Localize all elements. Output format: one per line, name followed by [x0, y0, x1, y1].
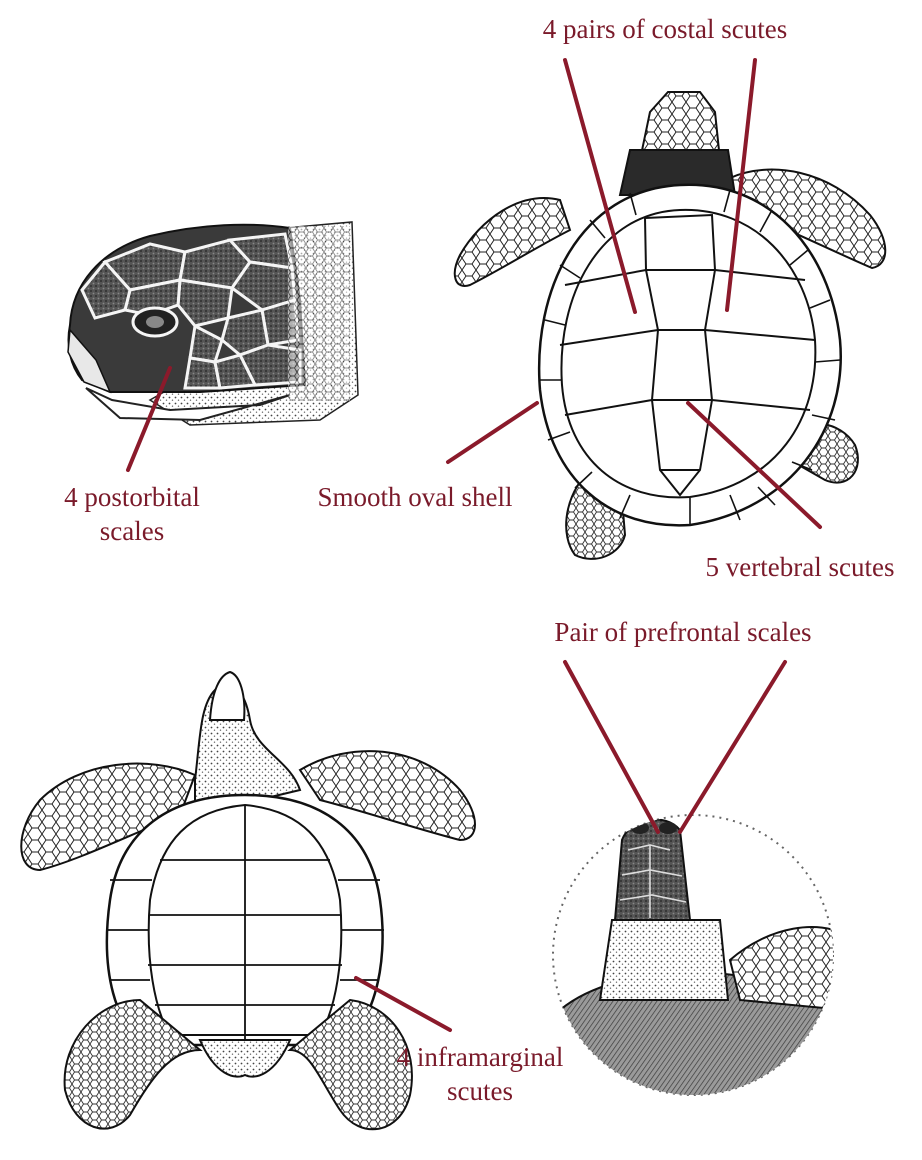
leader-prefrontal-right [680, 662, 785, 832]
label-inframarginal-scutes: 4 inframarginal scutes [380, 1040, 580, 1108]
label-smooth-oval-shell: Smooth oval shell [305, 480, 525, 514]
leader-prefrontal-left [565, 662, 658, 832]
label-prefrontal-scales: Pair of prefrontal scales [528, 615, 838, 649]
label-inframarginal-line2: scutes [380, 1074, 580, 1108]
label-postorbital-line2: scales [62, 514, 202, 548]
label-vertebral-scutes: 5 vertebral scutes [680, 550, 920, 584]
label-postorbital-line1: 4 postorbital [62, 480, 202, 514]
turtle-head-side-icon [68, 222, 358, 425]
label-postorbital-scales: 4 postorbital scales [62, 480, 202, 548]
label-inframarginal-line1: 4 inframarginal [380, 1040, 580, 1074]
label-costal-scutes: 4 pairs of costal scutes [520, 12, 810, 46]
leader-shell [448, 403, 537, 462]
head-detail-magnifier-icon [550, 815, 845, 1100]
